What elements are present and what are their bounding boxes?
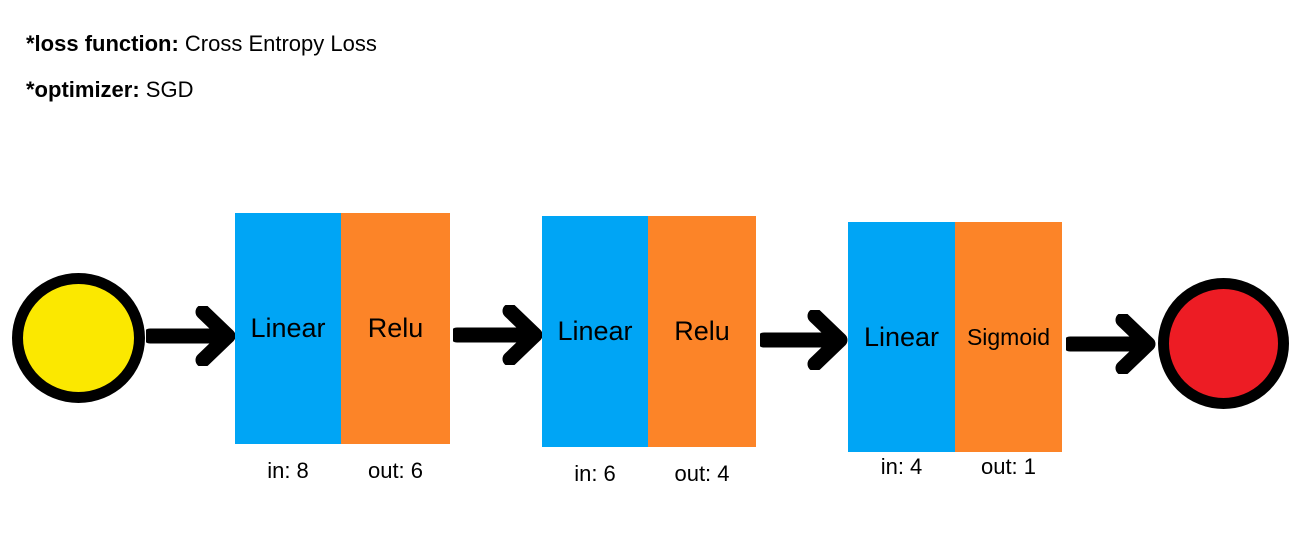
- layer-1-io-caption: in: 8 out: 6: [235, 458, 450, 484]
- loss-function-note: *loss function: Cross Entropy Loss: [26, 30, 377, 58]
- loss-function-value: Cross Entropy Loss: [178, 31, 377, 56]
- arrow-layer-3-to-output-icon: [1066, 314, 1156, 374]
- layer-3-out-label: out: 1: [980, 454, 1037, 479]
- arrow-layer-1-to-layer-2-icon: [453, 305, 543, 365]
- loss-function-label: *loss function:: [26, 31, 179, 56]
- layer-1-in-label: in: 8: [267, 458, 309, 483]
- layer-3-linear-label: Linear: [863, 321, 940, 352]
- layer-3-activation-cell: Sigmoid: [955, 222, 1062, 452]
- layer-2-linear-cell: Linear: [542, 216, 648, 447]
- layer-2-activation-cell: Relu: [648, 216, 756, 447]
- layer-2-io-caption: in: 6 out: 4: [542, 461, 756, 487]
- layer-2-out-label: out: 4: [674, 461, 730, 486]
- output-node-circle: [1158, 278, 1289, 409]
- layer-1-out-label: out: 6: [367, 458, 424, 483]
- layer-3-in-label: in: 4: [880, 454, 923, 479]
- layer-1-activation-label: Relu: [367, 313, 424, 343]
- layer-1-linear-label: Linear: [250, 313, 326, 343]
- layer-1-linear-cell: Linear: [235, 213, 341, 444]
- layer-2-linear-label: Linear: [557, 316, 633, 346]
- layer-2-in-label: in: 6: [574, 461, 616, 486]
- input-node-circle: [12, 273, 145, 403]
- layer-3-activation-label: Sigmoid: [966, 323, 1051, 350]
- arrow-layer-2-to-layer-3-icon: [760, 310, 848, 370]
- layer-3-io-caption: in: 4 out: 1: [848, 454, 1062, 480]
- arrow-input-to-layer-1-icon: [146, 306, 236, 366]
- layer-block-3: Linear Sigmoid: [848, 222, 1062, 452]
- layer-block-2: Linear Relu: [542, 216, 756, 447]
- layer-block-1: Linear Relu: [235, 213, 450, 444]
- layer-1-activation-cell: Relu: [341, 213, 450, 444]
- optimizer-value: SGD: [139, 77, 194, 102]
- optimizer-note: *optimizer: SGD: [26, 76, 193, 104]
- layer-2-activation-label: Relu: [674, 316, 730, 346]
- optimizer-label: *optimizer:: [26, 77, 140, 102]
- layer-3-linear-cell: Linear: [848, 222, 955, 452]
